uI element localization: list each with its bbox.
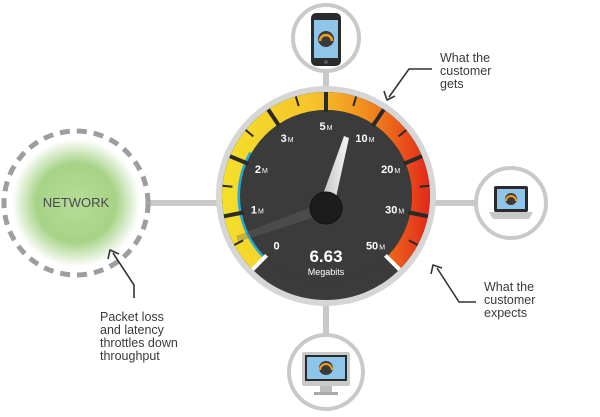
gauge-minor-tick xyxy=(398,129,408,138)
gauge-tick-label: 1M xyxy=(251,205,264,217)
callout-packet-loss-line-3: throttles down xyxy=(100,336,178,350)
callout-customer-expects: What the customer expects xyxy=(484,281,535,320)
gauge-tick-label: 10M xyxy=(355,133,374,145)
gauge-tick-label: 50M xyxy=(366,240,385,252)
arrow-expects-head xyxy=(430,264,443,275)
gauge-major-tick xyxy=(383,253,401,271)
speedometer: 0 1M 2M 3M 5M 10M 20M 30M 50M 6.63 Megabits xyxy=(216,86,436,306)
device-desktop xyxy=(287,333,365,411)
callout-packet-loss-line-1: Packet loss xyxy=(100,310,164,324)
gauge-minor-tick xyxy=(408,239,419,246)
laptop-icon xyxy=(489,186,533,219)
arrow-gets-head xyxy=(383,90,396,101)
gauge-minor-tick xyxy=(222,184,233,188)
callout-gets-line-2: customer xyxy=(440,64,492,78)
gauge-tick-label: 3M xyxy=(281,133,294,145)
gauge-reading: 6.63 xyxy=(309,247,342,266)
callout-customer-gets: What the customer gets xyxy=(440,52,491,91)
arrow-packet-loss xyxy=(112,252,135,298)
network-glow xyxy=(12,139,140,267)
smartphone-icon xyxy=(311,13,341,66)
gauge-tick-label: 2M xyxy=(255,164,268,176)
gauge-tick-label: 20M xyxy=(381,164,400,176)
gauge-major-tick xyxy=(223,210,245,219)
gauge-color-arc xyxy=(222,92,430,270)
gauge-minor-tick xyxy=(233,239,244,246)
callout-expects-line-3: expects xyxy=(484,306,528,320)
gauge-blue-arc xyxy=(237,151,266,259)
callout-packet-loss: Packet loss and latency throttles down t… xyxy=(100,311,178,363)
arrow-packet-loss-head xyxy=(107,249,120,260)
gauge-minor-tick xyxy=(419,184,430,188)
arrow-expects xyxy=(436,267,476,303)
gauge-minor-tick xyxy=(352,96,358,107)
gauge-major-tick xyxy=(229,154,250,166)
arrow-gets xyxy=(388,68,432,98)
gauge-tick-label: 5M xyxy=(320,121,333,133)
callout-arrows xyxy=(107,68,476,303)
gauge-ticks xyxy=(222,92,430,271)
desktop-monitor-icon xyxy=(302,352,350,395)
gauge-minor-tick xyxy=(244,129,254,138)
network-node: NETWORK xyxy=(1,128,151,278)
gauge-major-tick xyxy=(371,108,386,128)
callout-expects-line-1: What the xyxy=(484,280,535,294)
network-label: NETWORK xyxy=(43,195,110,210)
gauge-tick-label: 30M xyxy=(385,205,404,217)
gauge-major-tick xyxy=(266,108,281,128)
callout-packet-loss-line-2: and latency xyxy=(100,323,164,337)
gauge-minor-tick xyxy=(294,96,300,107)
gauge-needle-shadow xyxy=(236,206,318,242)
device-laptop xyxy=(474,166,548,240)
gauge-tick-label: 0 xyxy=(273,240,279,252)
gauge-reading-unit: Megabits xyxy=(308,267,345,277)
callout-gets-line-1: What the xyxy=(440,51,491,65)
callout-packet-loss-line-4: throughput xyxy=(100,349,160,363)
gauge-major-tick xyxy=(407,210,429,219)
gauge-tick-labels: 0 1M 2M 3M 5M 10M 20M 30M 50M xyxy=(251,121,404,252)
callout-expects-line-2: customer xyxy=(484,293,536,307)
device-phone xyxy=(291,3,361,73)
gauge-major-tick xyxy=(402,154,423,166)
gauge-major-tick xyxy=(251,253,269,271)
callout-gets-line-3: gets xyxy=(440,77,464,91)
network-dashed-ring xyxy=(1,128,151,278)
gauge-hub xyxy=(309,191,343,225)
